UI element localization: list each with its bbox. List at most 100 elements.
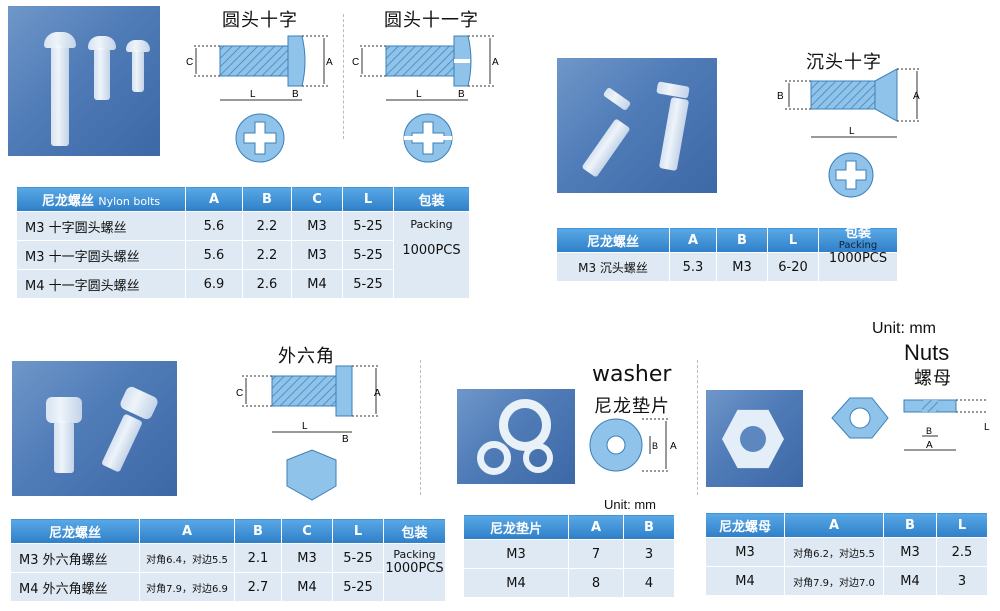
washer-diagram: A B bbox=[589, 418, 677, 472]
row-a: 对角6.4，对边5.5 bbox=[139, 543, 235, 573]
svg-text:C: C bbox=[352, 57, 359, 68]
header-l: L bbox=[342, 186, 394, 212]
svg-text:L: L bbox=[302, 421, 308, 432]
svg-text:C: C bbox=[236, 388, 243, 399]
dim-c-label: C bbox=[186, 57, 193, 68]
packing-qty: 1000PCS bbox=[385, 561, 444, 576]
round-cross-title: 圆头十字 bbox=[222, 10, 298, 31]
header-c: C bbox=[291, 186, 343, 212]
svg-text:A: A bbox=[670, 441, 677, 452]
row-c: M3 bbox=[291, 240, 343, 270]
row-name: M4 十一字圆头螺丝 bbox=[16, 269, 186, 299]
round-slot-cross-diagram: C A L B bbox=[352, 35, 499, 163]
svg-text:A: A bbox=[492, 57, 499, 68]
row-name: M3 十一字圆头螺丝 bbox=[16, 240, 186, 270]
washer-title-cn: 尼龙垫片 bbox=[594, 396, 670, 417]
svg-text:A: A bbox=[913, 91, 920, 102]
table-row: M4 十一字圆头螺丝 6.9 2.6 M4 5-25 bbox=[16, 269, 470, 299]
table-header: 尼龙螺母 A B L bbox=[705, 512, 988, 538]
header-b: B bbox=[242, 186, 292, 212]
washer-table: 尼龙垫片 A B M3 7 3 M4 8 4 bbox=[463, 514, 675, 598]
packing-label: Packing bbox=[410, 218, 453, 231]
nut-table: 尼龙螺母 A B L M3 对角6.2，对边5.5 M3 2.5 M4 对角7.… bbox=[705, 512, 988, 596]
table-header: 尼龙垫片 A B bbox=[463, 514, 675, 540]
header-b: B bbox=[234, 518, 282, 544]
header-a: A bbox=[185, 186, 243, 212]
separator bbox=[697, 360, 698, 495]
row-a: 6.9 bbox=[185, 269, 243, 299]
svg-text:A: A bbox=[374, 388, 381, 399]
svg-text:B: B bbox=[458, 89, 465, 100]
row-name: M3 外六角螺丝 bbox=[10, 543, 140, 573]
row-l: 2.5 bbox=[936, 537, 988, 567]
packing-cell: Packing 1000PCS bbox=[383, 543, 446, 602]
header-packing-en: Packing bbox=[838, 240, 878, 251]
table-row: M4 8 4 bbox=[463, 568, 675, 598]
nylon-bolts-table: 尼龙螺丝 Nylon bolts A B C L 包装 M3 十字圆头螺丝 5.… bbox=[16, 186, 470, 299]
row-b: M3 bbox=[716, 252, 768, 282]
header-a: A bbox=[568, 514, 624, 540]
table-row: M3 7 3 bbox=[463, 539, 675, 569]
row-name: M3 bbox=[705, 537, 785, 567]
nuts-title-en: Nuts bbox=[904, 340, 950, 365]
round-head-screws-photo bbox=[8, 6, 160, 156]
row-l: 5-25 bbox=[332, 543, 384, 573]
dim-b-label: B bbox=[292, 89, 299, 100]
separator bbox=[343, 14, 344, 139]
row-a: 5.3 bbox=[669, 252, 717, 282]
table-row: M3 沉头螺丝 5.3 M3 6-20 1000PCS bbox=[556, 252, 898, 282]
header-name: 尼龙螺母 bbox=[705, 512, 785, 538]
unit-label-washer: Unit: mm bbox=[604, 497, 656, 512]
row-l: 5-25 bbox=[342, 240, 394, 270]
row-b: M3 bbox=[883, 537, 937, 567]
header-a: A bbox=[669, 227, 717, 253]
table-row: M3 对角6.2，对边5.5 M3 2.5 bbox=[705, 537, 988, 567]
header-packing: 包装 bbox=[844, 226, 871, 241]
row-b: 4 bbox=[623, 568, 675, 598]
row-name: M4 bbox=[463, 568, 569, 598]
row-b: 2.2 bbox=[242, 211, 292, 241]
countersunk-screws-photo bbox=[557, 58, 717, 193]
row-b: 2.1 bbox=[234, 543, 282, 573]
header-l: L bbox=[332, 518, 384, 544]
hex-head-screws-photo bbox=[12, 361, 177, 496]
countersunk-diagram: B A L bbox=[777, 68, 921, 198]
table-header: 尼龙螺丝 A B C L 包装 bbox=[10, 518, 446, 544]
row-a: 5.6 bbox=[185, 211, 243, 241]
round-slot-cross-title: 圆头十一字 bbox=[384, 10, 479, 31]
row-b: 2.2 bbox=[242, 240, 292, 270]
nuts-title-cn: 螺母 bbox=[914, 368, 952, 389]
svg-text:L: L bbox=[416, 89, 422, 100]
row-l: 5-25 bbox=[342, 211, 394, 241]
nut-photo bbox=[706, 390, 803, 487]
hex-head-table: 尼龙螺丝 A B C L 包装 M3 外六角螺丝 对角6.4，对边5.5 2.1… bbox=[10, 518, 446, 602]
row-b: M4 bbox=[883, 566, 937, 596]
header-name: 尼龙垫片 bbox=[463, 514, 569, 540]
row-l: 5-25 bbox=[342, 269, 394, 299]
row-name: M3 十字圆头螺丝 bbox=[16, 211, 186, 241]
countersunk-cross-title: 沉头十字 bbox=[806, 52, 882, 73]
row-name: M4 bbox=[705, 566, 785, 596]
header-packing: 包装 bbox=[393, 186, 470, 212]
svg-text:B: B bbox=[342, 434, 349, 445]
table-row: M4 对角7.9，对边7.0 M4 3 bbox=[705, 566, 988, 596]
hex-head-title: 外六角 bbox=[278, 346, 335, 367]
dim-a-label: A bbox=[326, 57, 333, 68]
svg-text:B: B bbox=[652, 441, 658, 451]
unit-label-top: Unit: mm bbox=[872, 320, 936, 337]
packing-qty: 1000PCS bbox=[818, 252, 898, 282]
row-c: M4 bbox=[291, 269, 343, 299]
header-name: 尼龙螺丝 bbox=[10, 518, 140, 544]
header-name-en: Nylon bolts bbox=[98, 194, 161, 208]
row-b: 3 bbox=[623, 539, 675, 569]
row-c: M4 bbox=[281, 572, 333, 602]
washers-photo bbox=[457, 389, 575, 484]
svg-text:L: L bbox=[849, 126, 855, 137]
header-packing: 包装 bbox=[383, 518, 446, 544]
header-b: B bbox=[716, 227, 768, 253]
separator bbox=[420, 360, 421, 495]
row-l: 6-20 bbox=[767, 252, 819, 282]
header-a: A bbox=[784, 512, 884, 538]
